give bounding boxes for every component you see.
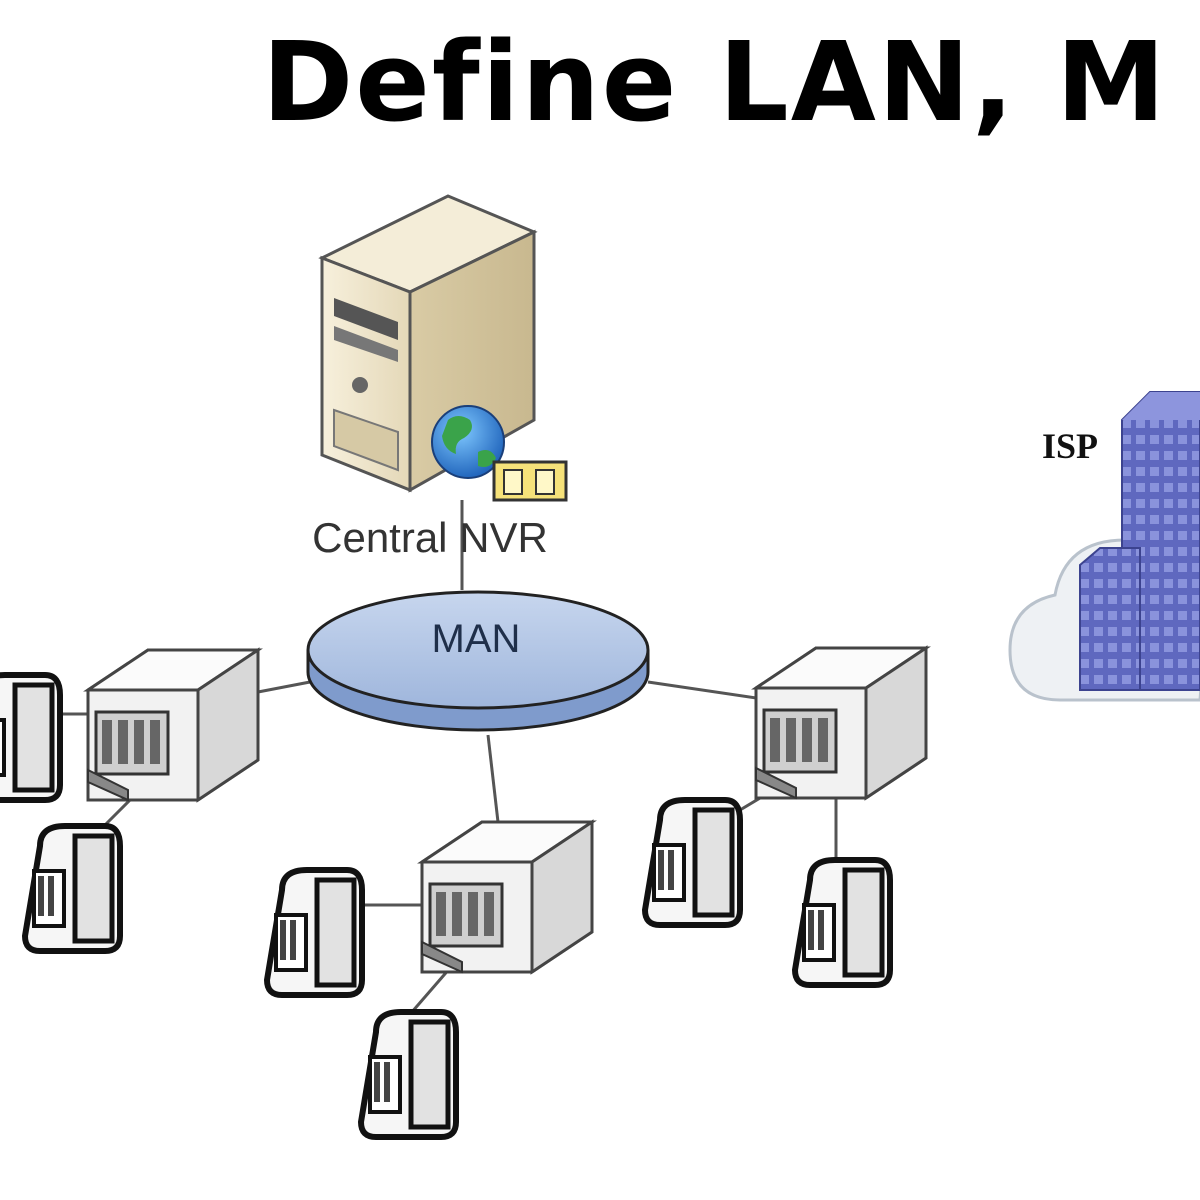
camera-icon xyxy=(0,675,60,800)
page-title: Define LAN, M xyxy=(262,18,1168,146)
isp-label: ISP xyxy=(1042,426,1098,466)
camera-icon xyxy=(361,1012,456,1137)
hub-label: MAN xyxy=(432,617,521,661)
server-label: Central NVR xyxy=(312,514,548,561)
camera-icon xyxy=(267,870,362,995)
building-icon xyxy=(1079,391,1200,691)
camera-icon xyxy=(645,800,740,925)
man-ring-icon xyxy=(306,590,650,732)
camera-icon xyxy=(795,860,890,985)
network-switch-icon xyxy=(754,646,928,800)
network-switch-icon xyxy=(420,820,594,974)
camera-icon xyxy=(25,826,120,951)
network-switch-icon xyxy=(86,648,260,802)
globe-icon xyxy=(431,405,568,502)
